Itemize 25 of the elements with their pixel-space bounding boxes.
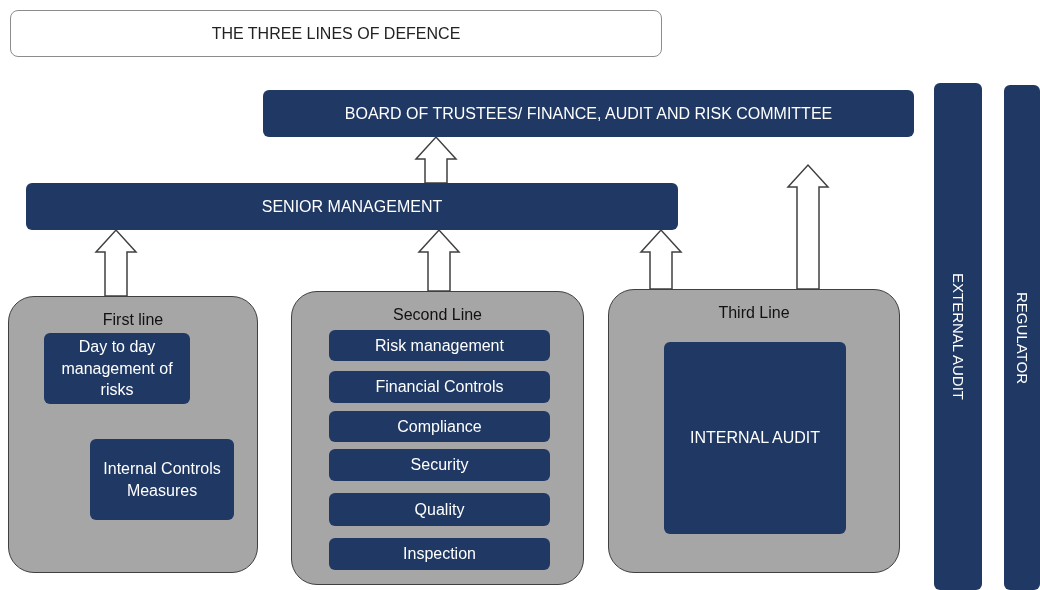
vertical-bar: EXTERNAL AUDIT	[934, 83, 982, 590]
label-box: Financial Controls	[329, 371, 550, 403]
group-panel	[291, 291, 584, 585]
label-box: Quality	[329, 493, 550, 526]
block-arrow	[94, 228, 138, 297]
block-arrow	[639, 228, 683, 290]
group-heading: Second Line	[393, 305, 482, 325]
label-box: SENIOR MANAGEMENT	[26, 183, 678, 230]
label-box: Risk management	[329, 330, 550, 361]
diagram-title: THE THREE LINES OF DEFENCE	[211, 24, 461, 43]
block-arrow	[414, 135, 458, 184]
label-box: BOARD OF TRUSTEES/ FINANCE, AUDIT AND RISK COMMITTEE	[263, 90, 914, 137]
label-box: Internal Controls Measures	[90, 439, 234, 520]
group-panel	[608, 289, 900, 573]
block-arrow	[417, 228, 461, 292]
group-heading: First line	[102, 310, 164, 330]
label-box: INTERNAL AUDIT	[664, 342, 846, 534]
group-panel	[8, 296, 258, 573]
label-box: Security	[329, 449, 550, 481]
label-box: Inspection	[329, 538, 550, 570]
label-box: Compliance	[329, 411, 550, 442]
group-heading: Third Line	[718, 303, 790, 323]
block-arrow	[786, 163, 830, 290]
label-box: Day to day management of risks	[44, 333, 190, 404]
vertical-bar: REGULATOR	[1004, 85, 1040, 590]
